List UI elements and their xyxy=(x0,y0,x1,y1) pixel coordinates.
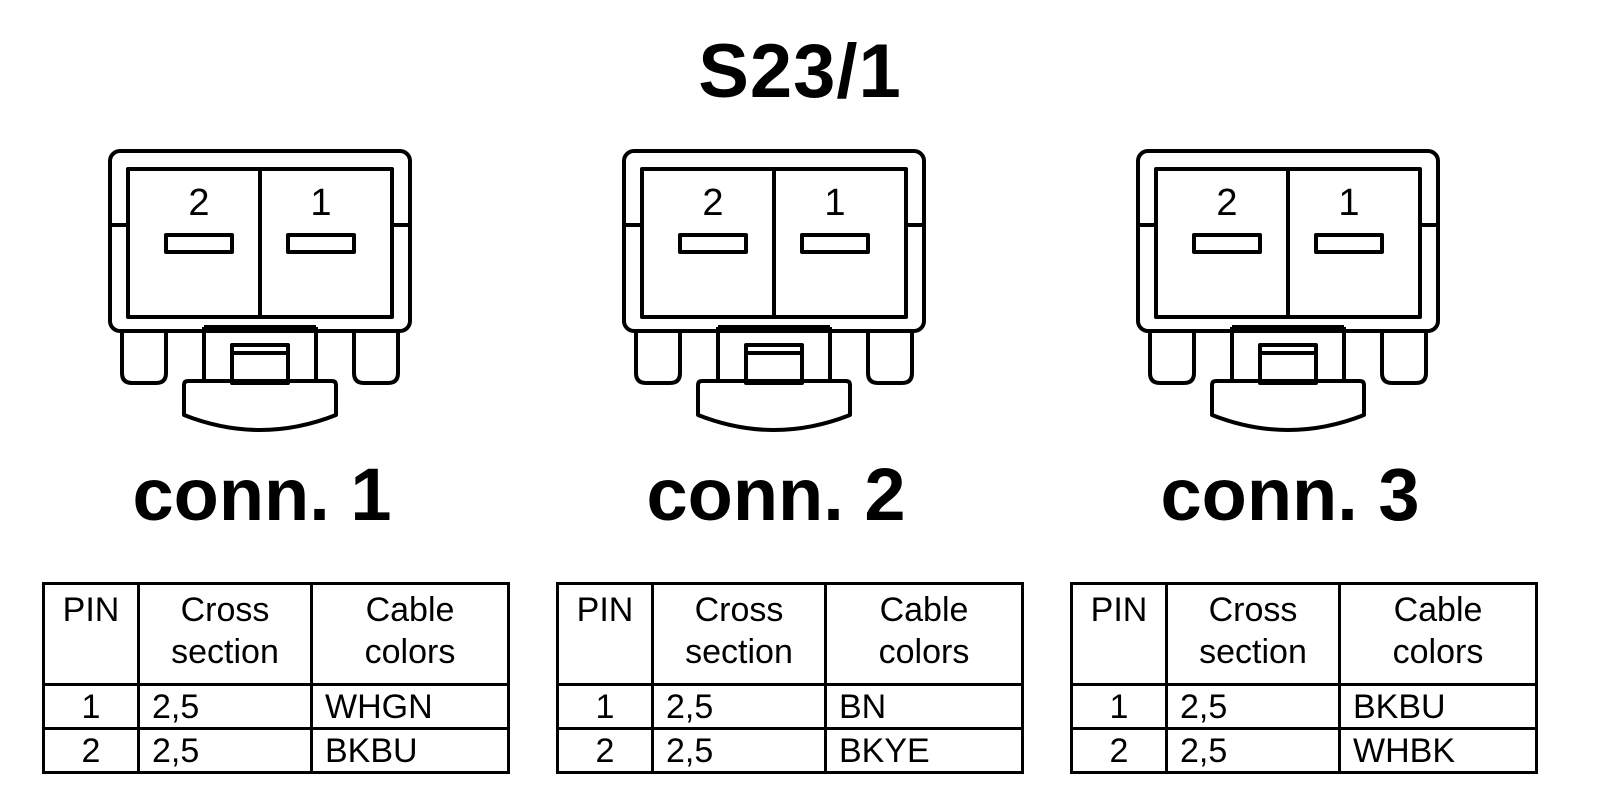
connector-housing xyxy=(1136,149,1440,333)
header-color-line2: colors xyxy=(1392,633,1484,671)
cell-cross-section: 2,5 xyxy=(651,683,827,730)
pin-label-1: 1 xyxy=(824,182,845,224)
header-cross-line2: section xyxy=(685,633,793,671)
right-foot xyxy=(866,331,914,385)
cell-pin: 2 xyxy=(556,727,654,774)
header-pin: PIN xyxy=(1070,582,1168,686)
pin-1-contact xyxy=(800,233,870,254)
table-header-row: PIN Cross section Cable colors xyxy=(42,582,510,686)
pin-1-contact xyxy=(1314,233,1384,254)
page-title: S23/1 xyxy=(698,29,902,114)
connector-3-label: conn. 3 xyxy=(1160,453,1420,536)
header-pin: PIN xyxy=(42,582,140,686)
header-cross-line1: Cross xyxy=(1208,591,1298,629)
left-foot xyxy=(1148,331,1196,385)
header-cross-section: Cross section xyxy=(137,582,313,686)
latch-tab xyxy=(182,379,338,432)
cell-cross-section: 2,5 xyxy=(651,727,827,774)
cell-cross-section: 2,5 xyxy=(1165,727,1341,774)
header-cable-colors: Cable colors xyxy=(310,582,510,686)
cell-pin: 1 xyxy=(1070,683,1168,730)
pin-1-contact xyxy=(286,233,356,254)
pin-label-2: 2 xyxy=(188,182,209,224)
header-cross-line2: section xyxy=(1199,633,1307,671)
latch-window xyxy=(230,343,290,385)
connector-1-label: conn. 1 xyxy=(132,453,392,536)
pin-2-contact xyxy=(678,233,748,254)
header-color-line2: colors xyxy=(364,633,456,671)
cell-pin: 1 xyxy=(556,683,654,730)
pin-2-contact xyxy=(164,233,234,254)
right-foot xyxy=(1380,331,1428,385)
table-row: 1 2,5 WHGN xyxy=(42,683,510,730)
cell-pin: 2 xyxy=(1070,727,1168,774)
left-foot xyxy=(634,331,682,385)
cell-cable-color: BN xyxy=(824,683,1024,730)
table-row: 2 2,5 WHBK xyxy=(1070,727,1538,774)
connector-2-drawing: 2 1 xyxy=(622,149,926,432)
cell-cross-section: 2,5 xyxy=(137,727,313,774)
cell-cross-section: 2,5 xyxy=(137,683,313,730)
header-color-line1: Cable xyxy=(365,591,455,629)
connector-housing xyxy=(622,149,926,333)
connector-housing xyxy=(108,149,412,333)
connector-3-drawing: 2 1 xyxy=(1136,149,1440,432)
table-row: 2 2,5 BKBU xyxy=(42,727,510,774)
header-cable-colors: Cable colors xyxy=(1338,582,1538,686)
left-foot xyxy=(120,331,168,385)
latch-window xyxy=(1258,343,1318,385)
cell-cable-color: WHBK xyxy=(1338,727,1538,774)
header-cross-line2: section xyxy=(171,633,279,671)
cell-cable-color: BKBU xyxy=(1338,683,1538,730)
header-color-line1: Cable xyxy=(1393,591,1483,629)
connector-2-label: conn. 2 xyxy=(646,453,906,536)
pin-label-1: 1 xyxy=(310,182,331,224)
table-header-row: PIN Cross section Cable colors xyxy=(1070,582,1538,686)
cell-cable-color: BKYE xyxy=(824,727,1024,774)
header-cross-line1: Cross xyxy=(180,591,270,629)
cell-pin: 2 xyxy=(42,727,140,774)
right-foot xyxy=(352,331,400,385)
connector-1-drawing: 2 1 xyxy=(108,149,412,432)
cell-cross-section: 2,5 xyxy=(1165,683,1341,730)
cell-cable-color: WHGN xyxy=(310,683,510,730)
pin-label-1: 1 xyxy=(1338,182,1359,224)
cell-cable-color: BKBU xyxy=(310,727,510,774)
latch-window xyxy=(744,343,804,385)
table-row: 2 2,5 BKYE xyxy=(556,727,1024,774)
header-pin: PIN xyxy=(556,582,654,686)
header-cross-section: Cross section xyxy=(651,582,827,686)
latch-tab xyxy=(696,379,852,432)
header-cross-section: Cross section xyxy=(1165,582,1341,686)
header-color-line2: colors xyxy=(878,633,970,671)
table-row: 1 2,5 BKBU xyxy=(1070,683,1538,730)
table-row: 1 2,5 BN xyxy=(556,683,1024,730)
header-cable-colors: Cable colors xyxy=(824,582,1024,686)
connector-2-pin-table: PIN Cross section Cable colors 1 2,5 BN 2 … xyxy=(556,582,1024,774)
cell-pin: 1 xyxy=(42,683,140,730)
latch-tab xyxy=(1210,379,1366,432)
header-cross-line1: Cross xyxy=(694,591,784,629)
table-header-row: PIN Cross section Cable colors xyxy=(556,582,1024,686)
pin-label-2: 2 xyxy=(702,182,723,224)
pin-label-2: 2 xyxy=(1216,182,1237,224)
header-color-line1: Cable xyxy=(879,591,969,629)
pin-2-contact xyxy=(1192,233,1262,254)
